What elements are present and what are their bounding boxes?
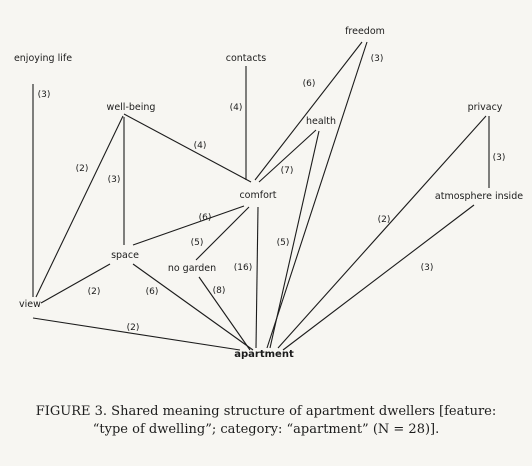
edge-health-to-apartment	[269, 130, 320, 349]
node-apartment: apartment	[234, 349, 294, 360]
edge-group	[32, 41, 490, 351]
edge-freedom-to-apartment	[266, 41, 368, 349]
node-enjoying-life: enjoying life	[14, 53, 72, 64]
node-view: view	[19, 299, 41, 310]
edge-comfort-to-space	[132, 205, 245, 246]
node-atmosphere-inside: atmosphere inside	[435, 191, 523, 202]
weight-label-group: (3) (2) (3) (4) (4) (6) (3) (7) (5) (3) (2) (3) (6) (…	[38, 54, 506, 333]
node-group: enjoying life contacts freedom well-being he…	[14, 26, 523, 360]
edge-health-to-comfort	[258, 129, 317, 183]
edge-space-to-apartment	[132, 263, 254, 351]
edge-weight-label: (4)	[230, 103, 243, 113]
edge-weight-label: (3)	[371, 54, 384, 64]
edge-weight-label: (3)	[108, 175, 121, 185]
edge-weight-label: (2)	[76, 164, 89, 174]
edge-weight-label: (2)	[127, 323, 140, 333]
node-comfort: comfort	[239, 190, 276, 201]
node-space: space	[111, 250, 139, 261]
edge-weight-label: (6)	[199, 213, 212, 223]
edge-weight-label: (5)	[191, 238, 204, 248]
edge-weight-label: (16)	[234, 263, 252, 273]
edge-weight-label: (2)	[88, 287, 101, 297]
node-well-being: well-being	[107, 102, 156, 113]
figure-caption-line-2: “type of dwelling”; category: “apartment…	[92, 422, 440, 437]
node-privacy: privacy	[468, 102, 503, 113]
edge-freedom-to-comfort	[254, 41, 363, 181]
figure-caption-line-1: FIGURE 3. Shared meaning structure of ap…	[35, 404, 497, 419]
edge-comfort-to-apartment	[255, 206, 259, 349]
edge-weight-label: (3)	[493, 153, 506, 163]
edge-atmosphere-inside-to-apartment	[282, 204, 475, 351]
edge-no-garden-to-apartment	[198, 276, 251, 351]
edge-weight-label: (7)	[281, 166, 294, 176]
node-no-garden: no garden	[168, 263, 216, 274]
edge-weight-label: (8)	[213, 286, 226, 296]
node-freedom: freedom	[345, 26, 385, 37]
edge-well-being-to-view	[35, 115, 124, 298]
edge-space-to-view	[40, 263, 111, 304]
edge-weight-label: (2)	[378, 215, 391, 225]
edge-weight-label: (5)	[277, 238, 290, 248]
edge-weight-label: (6)	[303, 79, 316, 89]
edge-weight-label: (3)	[38, 90, 51, 100]
edge-comfort-to-no-garden	[195, 206, 250, 261]
edge-weight-label: (4)	[194, 141, 207, 151]
edge-weight-label: (3)	[421, 263, 434, 273]
node-contacts: contacts	[226, 53, 267, 64]
node-health: health	[306, 116, 336, 127]
edge-well-being-to-comfort	[123, 113, 252, 183]
edge-view-to-apartment	[32, 317, 241, 351]
edge-weight-label: (6)	[146, 287, 159, 297]
edge-privacy-to-apartment	[277, 115, 487, 349]
